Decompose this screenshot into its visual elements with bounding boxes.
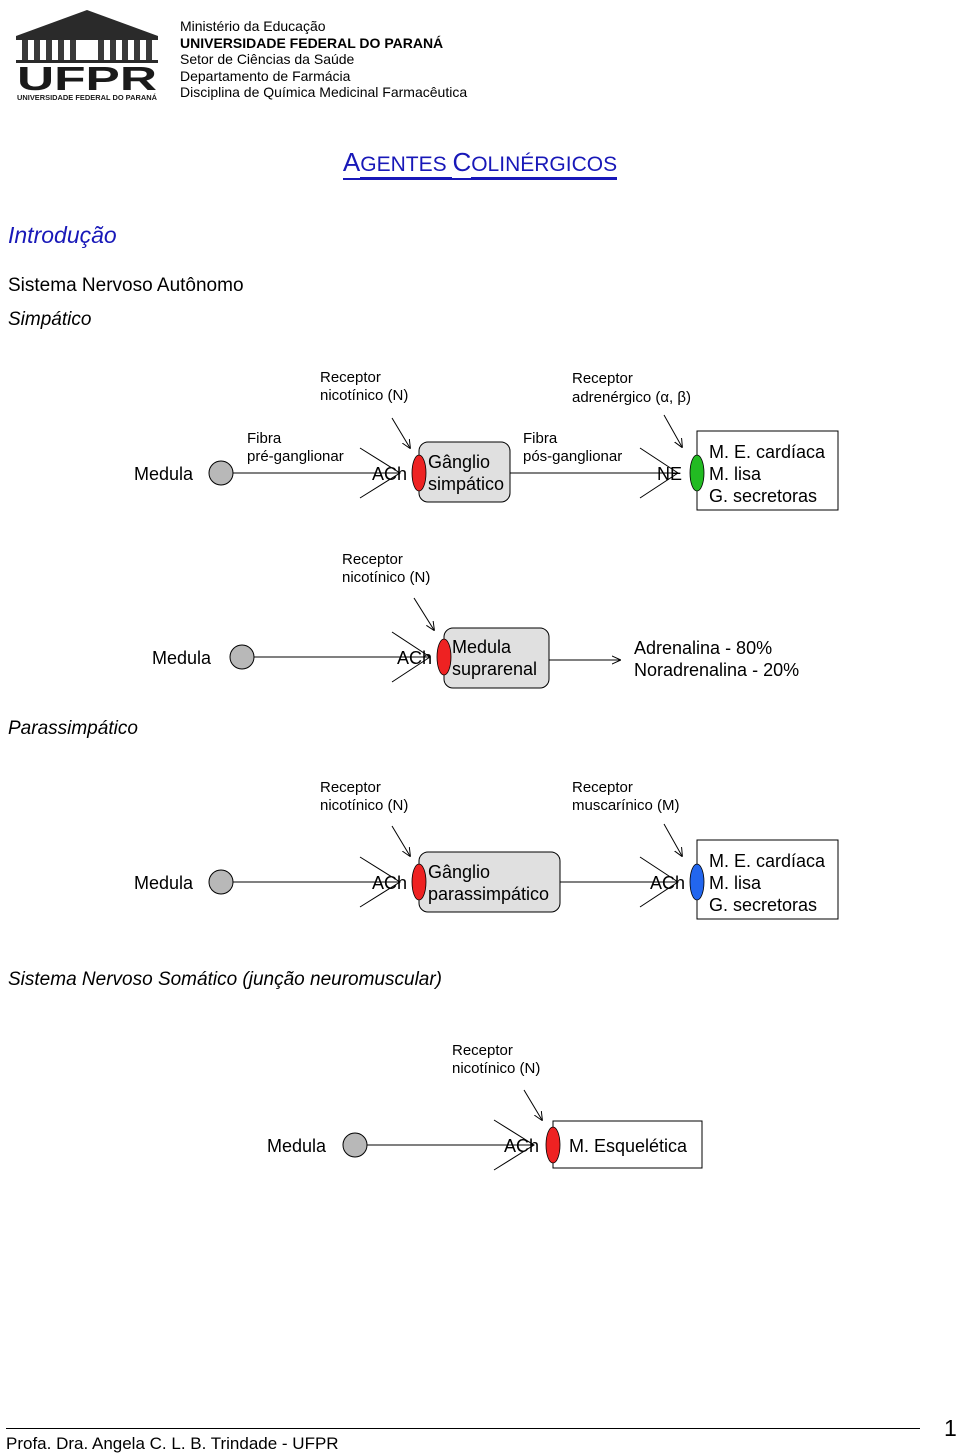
d2-origin-node <box>229 644 255 670</box>
d3-nt1-label: ACh <box>372 873 407 893</box>
d1-receptor1-line1: Receptor <box>320 369 381 386</box>
d2-receptor-line1: Receptor <box>342 551 403 568</box>
d2-output-line2: Noradrenalina - 20% <box>634 660 799 680</box>
d4-nicotinic-receptor <box>545 1126 561 1164</box>
institution-header: Ministério da Educação UNIVERSIDADE FEDE… <box>180 18 467 101</box>
subheading-somatico: Sistema Nervoso Somático (junção neuromu… <box>8 969 443 990</box>
d4-nt-label: ACh <box>504 1136 539 1156</box>
d3-terminal-fork-1 <box>359 856 401 908</box>
d2-receptor-arrow <box>413 597 434 630</box>
d3-receptor1-line1: Receptor <box>320 779 381 796</box>
d1-target-1: M. E. cardíaca <box>709 442 826 462</box>
diagram-parasympathetic: Receptor nicotínico (N) Receptor muscarí… <box>134 779 839 920</box>
diagram-somatic: Receptor nicotínico (N) Medula ACh M. Es… <box>267 1042 703 1171</box>
d3-ganglion-line1: Gânglio <box>428 862 490 882</box>
d4-target-box <box>552 1120 703 1169</box>
d1-fiber2-line2: pós-ganglionar <box>523 448 622 465</box>
d2-nt-label: ACh <box>397 648 432 668</box>
d3-terminal-fork-2 <box>639 856 679 908</box>
d1-fiber2-line1: Fibra <box>523 430 558 447</box>
title-rest-a: GENTES <box>360 153 453 179</box>
d2-organ-line1: Medula <box>452 637 512 657</box>
page-number: 1 <box>944 1415 957 1441</box>
d1-fiber1-line2: pré-ganglionar <box>247 448 344 465</box>
d3-origin-node <box>208 869 234 895</box>
d3-ganglion-line2: parassimpático <box>428 884 549 904</box>
d3-target-1: M. E. cardíaca <box>709 851 826 871</box>
logo-text: UFPR <box>17 60 157 97</box>
d2-output-line1: Adrenalina - 80% <box>634 638 772 658</box>
d3-origin-label: Medula <box>134 873 194 893</box>
title-cap-c: C <box>452 147 472 180</box>
d2-terminal-fork <box>391 631 431 683</box>
subheading-simpatico: Simpático <box>8 309 92 330</box>
diagram-sympathetic: Receptor nicotínico (N) Receptor adrenér… <box>134 369 839 511</box>
d4-receptor-line2: nicotínico (N) <box>452 1060 540 1077</box>
diagram-adrenal: Receptor nicotínico (N) Medula ACh Medul… <box>152 551 799 689</box>
section-heading-sna: Sistema Nervoso Autônomo <box>8 275 244 296</box>
d3-target-3: G. secretoras <box>709 895 817 915</box>
d1-receptor1-line2: nicotínico (N) <box>320 387 408 404</box>
d1-nt2-label: NE <box>657 464 682 484</box>
d3-target-box <box>696 839 839 920</box>
d4-receptor-arrow <box>523 1089 542 1120</box>
d1-nt1-label: ACh <box>372 464 407 484</box>
d1-receptor2-line1: Receptor <box>572 370 633 387</box>
d2-organ-line2: suprarenal <box>452 659 537 679</box>
d2-receptor-line2: nicotínico (N) <box>342 569 430 586</box>
d3-muscarinic-receptor <box>689 863 705 901</box>
footer-rule <box>6 1428 920 1429</box>
d1-origin-label: Medula <box>134 464 194 484</box>
d3-receptor2-line1: Receptor <box>572 779 633 796</box>
header-line-university: UNIVERSIDADE FEDERAL DO PARANÁ <box>180 34 444 51</box>
subheading-parassimpatico: Parassimpático <box>8 718 138 739</box>
d1-receptor2-line2: adrenérgico (α, β) <box>572 389 691 406</box>
d3-target-2: M. lisa <box>709 873 762 893</box>
d1-target-2: M. lisa <box>709 464 762 484</box>
d3-nt2-label: ACh <box>650 873 685 893</box>
d1-terminal-fork-2 <box>639 447 679 499</box>
d1-target-3: G. secretoras <box>709 486 817 506</box>
d1-fiber1-line1: Fibra <box>247 430 282 447</box>
d1-nicotinic-receptor <box>411 454 427 492</box>
d1-terminal-fork-1 <box>359 447 401 499</box>
d3-receptor2-arrow <box>663 823 682 856</box>
d1-target-box <box>696 430 839 511</box>
ufpr-logo: UFPR UNIVERSIDADE FEDERAL DO PARANÁ <box>16 10 158 102</box>
d1-receptor1-arrow <box>391 417 410 448</box>
d1-ganglion-line2: simpático <box>428 474 504 494</box>
d1-adrenergic-receptor <box>689 454 705 492</box>
d4-receptor-line1: Receptor <box>452 1042 513 1059</box>
document-title: AGENTES COLINÉRGICOS <box>0 147 960 180</box>
d3-nicotinic-receptor <box>411 863 427 901</box>
d4-terminal-fork <box>493 1119 535 1171</box>
d4-origin-label: Medula <box>267 1136 327 1156</box>
d4-origin-node <box>342 1132 368 1158</box>
header-line-discipline: Disciplina de Química Medicinal Farmacêu… <box>180 84 468 100</box>
d3-receptor2-line2: muscarínico (M) <box>572 797 680 814</box>
header-line-ministry: Ministério da Educação <box>180 18 326 34</box>
logo-subtext: UNIVERSIDADE FEDERAL DO PARANÁ <box>17 93 157 102</box>
section-heading-intro: Introdução <box>8 222 117 248</box>
d1-receptor2-arrow <box>663 414 682 447</box>
d2-origin-label: Medula <box>152 648 212 668</box>
title-cap-a: A <box>342 147 361 180</box>
title-rest-c: OLINÉRGICOS <box>471 153 618 179</box>
header-line-sector: Setor de Ciências da Saúde <box>180 51 355 67</box>
d3-receptor1-arrow <box>391 825 410 856</box>
header-line-department: Departamento de Farmácia <box>180 67 351 84</box>
d2-nicotinic-receptor <box>436 638 452 676</box>
footer-author: Profa. Dra. Angela C. L. B. Trindade - U… <box>6 1434 339 1453</box>
d1-ganglion-line1: Gânglio <box>428 452 490 472</box>
d3-receptor1-line2: nicotínico (N) <box>320 797 408 814</box>
d4-target-label: M. Esquelética <box>569 1136 688 1156</box>
d1-origin-node <box>208 460 234 486</box>
